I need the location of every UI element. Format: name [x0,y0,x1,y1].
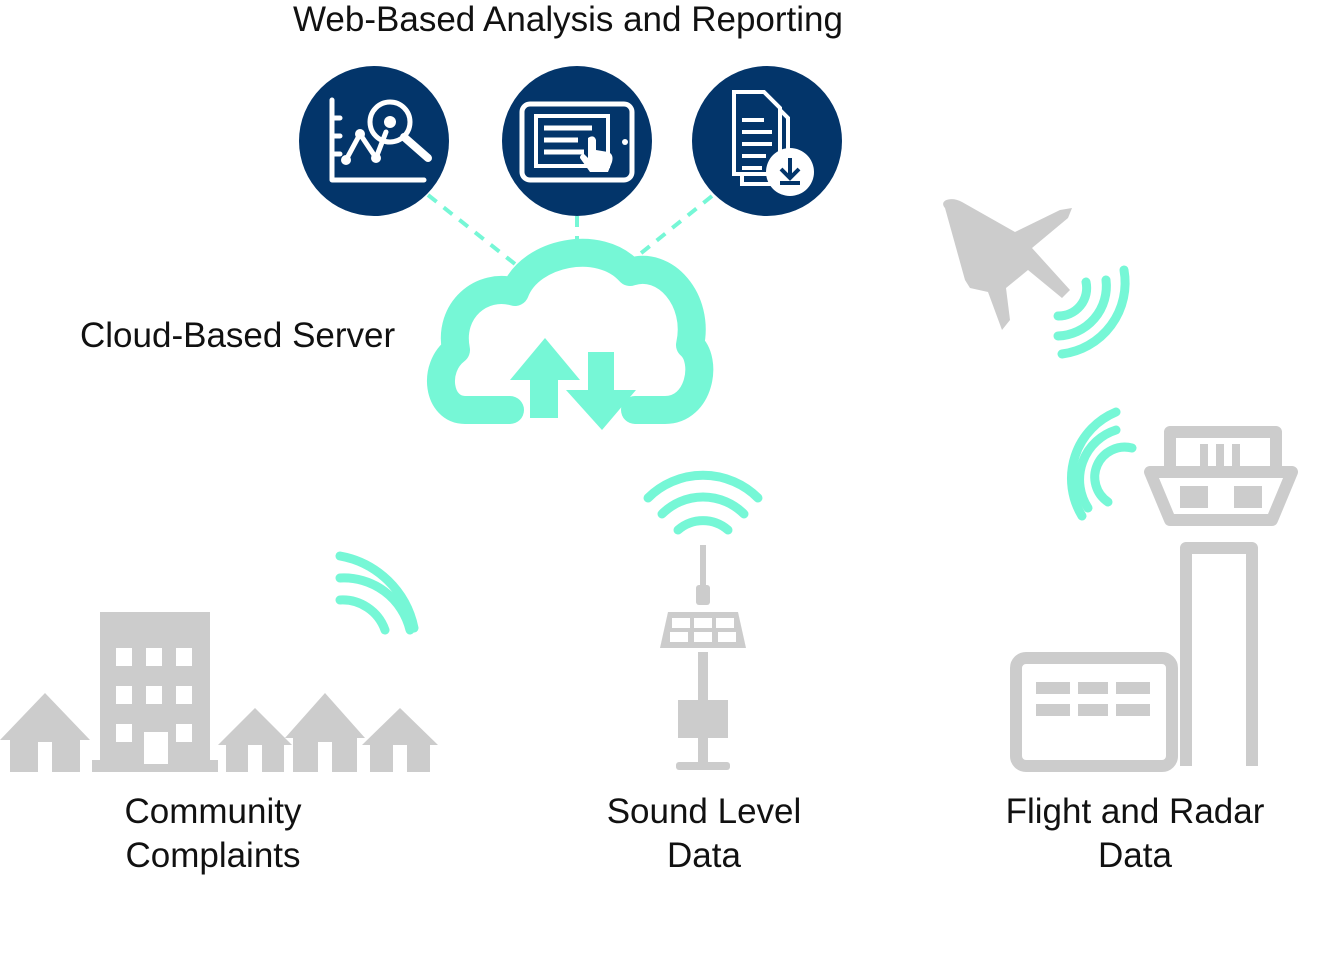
server-label: Cloud-Based Server [80,316,396,355]
sound-monitor-icon [660,545,746,770]
flight-radar-data-label: Flight and Radar Data [960,790,1310,878]
label-line-2: Data [667,836,741,875]
airplane-icon [943,199,1072,330]
document-download-icon [692,66,842,216]
wireless-signal-icon [335,265,1137,635]
label-line-2: Complaints [125,836,301,875]
buildings-icon [0,612,438,772]
tablet-report-icon [502,66,652,216]
label-line-2: Data [1098,836,1172,875]
cloud-upload-download-icon [427,238,714,430]
analytics-chart-icon [299,66,449,216]
diagram-title: Web-Based Analysis and Reporting [293,0,843,39]
community-complaints-label: Community Complaints [63,790,363,878]
sound-level-data-label: Sound Level Data [554,790,854,878]
label-line-1: Sound Level [606,792,802,831]
label-line-1: Flight and Radar [1005,792,1265,831]
label-line-1: Community [124,792,302,831]
control-tower-icon [1010,426,1298,772]
